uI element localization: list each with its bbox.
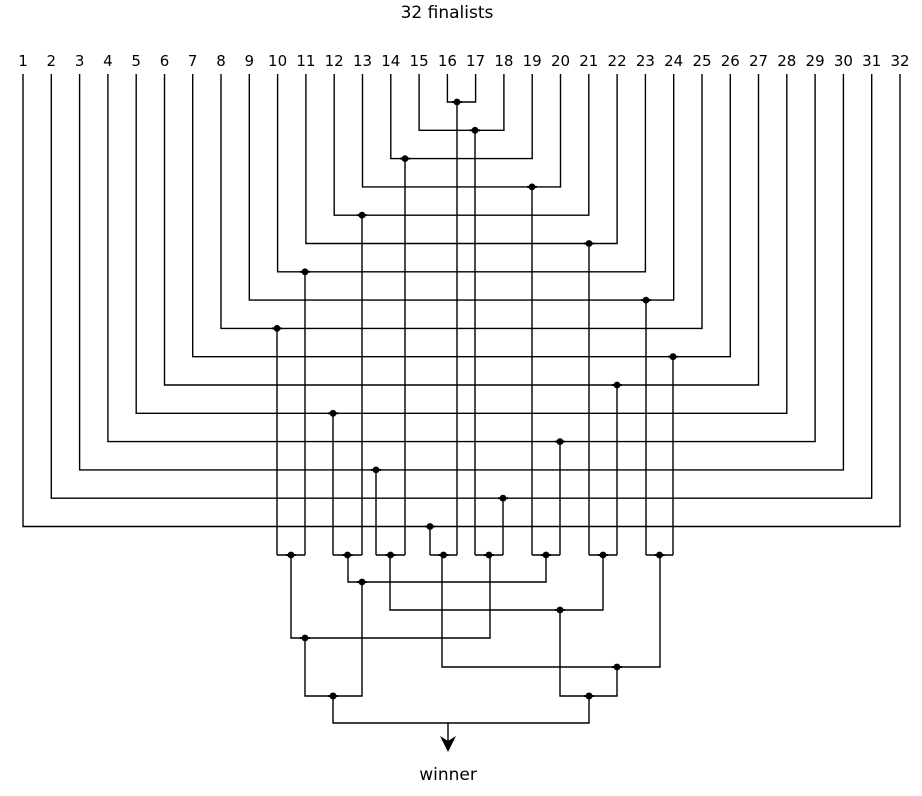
match-junction — [328, 409, 338, 417]
round1-bracket — [333, 74, 590, 216]
diagram-title: 32 finalists — [401, 3, 494, 23]
match-junction — [357, 578, 367, 586]
round1-bracket — [305, 74, 618, 245]
match-junction — [598, 551, 608, 559]
match-junction — [286, 551, 296, 559]
round1-bracket — [192, 74, 731, 358]
finalist-label: 19 — [523, 52, 542, 70]
finalist-label: 6 — [160, 52, 170, 70]
match-junction — [300, 634, 310, 642]
finalist-label: 8 — [216, 52, 226, 70]
finalist-label: 5 — [131, 52, 141, 70]
finalist-label: 7 — [188, 52, 198, 70]
match-junction — [555, 438, 565, 445]
finalist-label: 14 — [381, 52, 400, 70]
match-junction — [584, 240, 594, 247]
round1-bracket — [390, 74, 533, 160]
finalist-label: 10 — [268, 52, 287, 70]
match-junction — [498, 494, 508, 502]
round3-bracket — [389, 555, 604, 611]
winner-label: winner — [419, 765, 477, 785]
match-junction — [527, 183, 537, 191]
finalist-label: 9 — [245, 52, 255, 70]
winner-arrow — [440, 723, 456, 752]
semifinal-bracket — [559, 610, 618, 697]
finalist-label: 28 — [777, 52, 796, 70]
round1-bracket — [50, 74, 873, 499]
match-junction — [438, 551, 449, 559]
match-junction — [470, 126, 480, 134]
finalist-label: 30 — [834, 52, 853, 70]
finalist-label: 17 — [466, 52, 485, 70]
round3-bracket — [441, 555, 661, 668]
match-junction — [452, 98, 462, 106]
match-junction — [612, 381, 622, 389]
bracket-wires — [22, 74, 901, 724]
finalist-label: 23 — [636, 52, 655, 70]
finalist-label: 13 — [353, 52, 372, 70]
match-junction — [400, 155, 410, 163]
round3-bracket — [347, 555, 547, 583]
match-junction — [300, 268, 310, 276]
finalist-label: 27 — [749, 52, 768, 70]
match-junction — [555, 606, 565, 614]
match-junction — [328, 692, 338, 700]
finalist-label: 2 — [47, 52, 57, 70]
semifinal-bracket — [304, 582, 363, 697]
arrow-down-icon — [440, 736, 456, 752]
match-junction — [385, 551, 396, 559]
match-junction — [541, 551, 551, 559]
match-junctions — [272, 98, 678, 700]
finalist-label: 26 — [721, 52, 740, 70]
finalist-label: 4 — [103, 52, 113, 70]
match-junction — [484, 551, 494, 559]
round1-bracket — [276, 74, 647, 273]
match-junction — [612, 663, 622, 671]
match-junction — [425, 523, 435, 530]
round1-bracket — [418, 74, 505, 131]
round1-bracket — [22, 74, 901, 528]
round1-bracket — [107, 74, 816, 443]
finalist-label: 3 — [75, 52, 85, 70]
finalist-label: 20 — [551, 52, 570, 70]
finalist-label: 29 — [806, 52, 825, 70]
finalist-label: 1 — [18, 52, 28, 70]
finalist-label: 15 — [410, 52, 429, 70]
finalist-label: 25 — [692, 52, 711, 70]
match-junction — [357, 211, 367, 219]
round1-bracket — [163, 74, 760, 386]
final-bracket — [332, 696, 590, 724]
finalist-label: 16 — [438, 52, 457, 70]
match-junction — [342, 551, 353, 559]
finalist-label: 32 — [890, 52, 909, 70]
round1-bracket — [248, 74, 675, 301]
finalist-label: 24 — [664, 52, 683, 70]
finalist-label: 21 — [579, 52, 598, 70]
finalist-label: 22 — [608, 52, 627, 70]
round3-bracket — [290, 555, 491, 639]
round1-bracket — [78, 74, 845, 471]
match-junction — [584, 692, 594, 700]
match-junction — [272, 325, 282, 332]
round1-bracket — [446, 74, 477, 103]
round1-bracket — [220, 74, 703, 330]
finalist-label: 12 — [325, 52, 344, 70]
finalist-label: 11 — [296, 52, 315, 70]
match-junction — [668, 353, 678, 361]
finalist-label: 18 — [494, 52, 513, 70]
round1-bracket — [135, 74, 788, 414]
match-junction — [371, 466, 381, 474]
finalist-label: 31 — [862, 52, 881, 70]
match-junction — [654, 551, 665, 559]
match-junction — [641, 296, 651, 304]
round1-bracket — [361, 74, 562, 188]
